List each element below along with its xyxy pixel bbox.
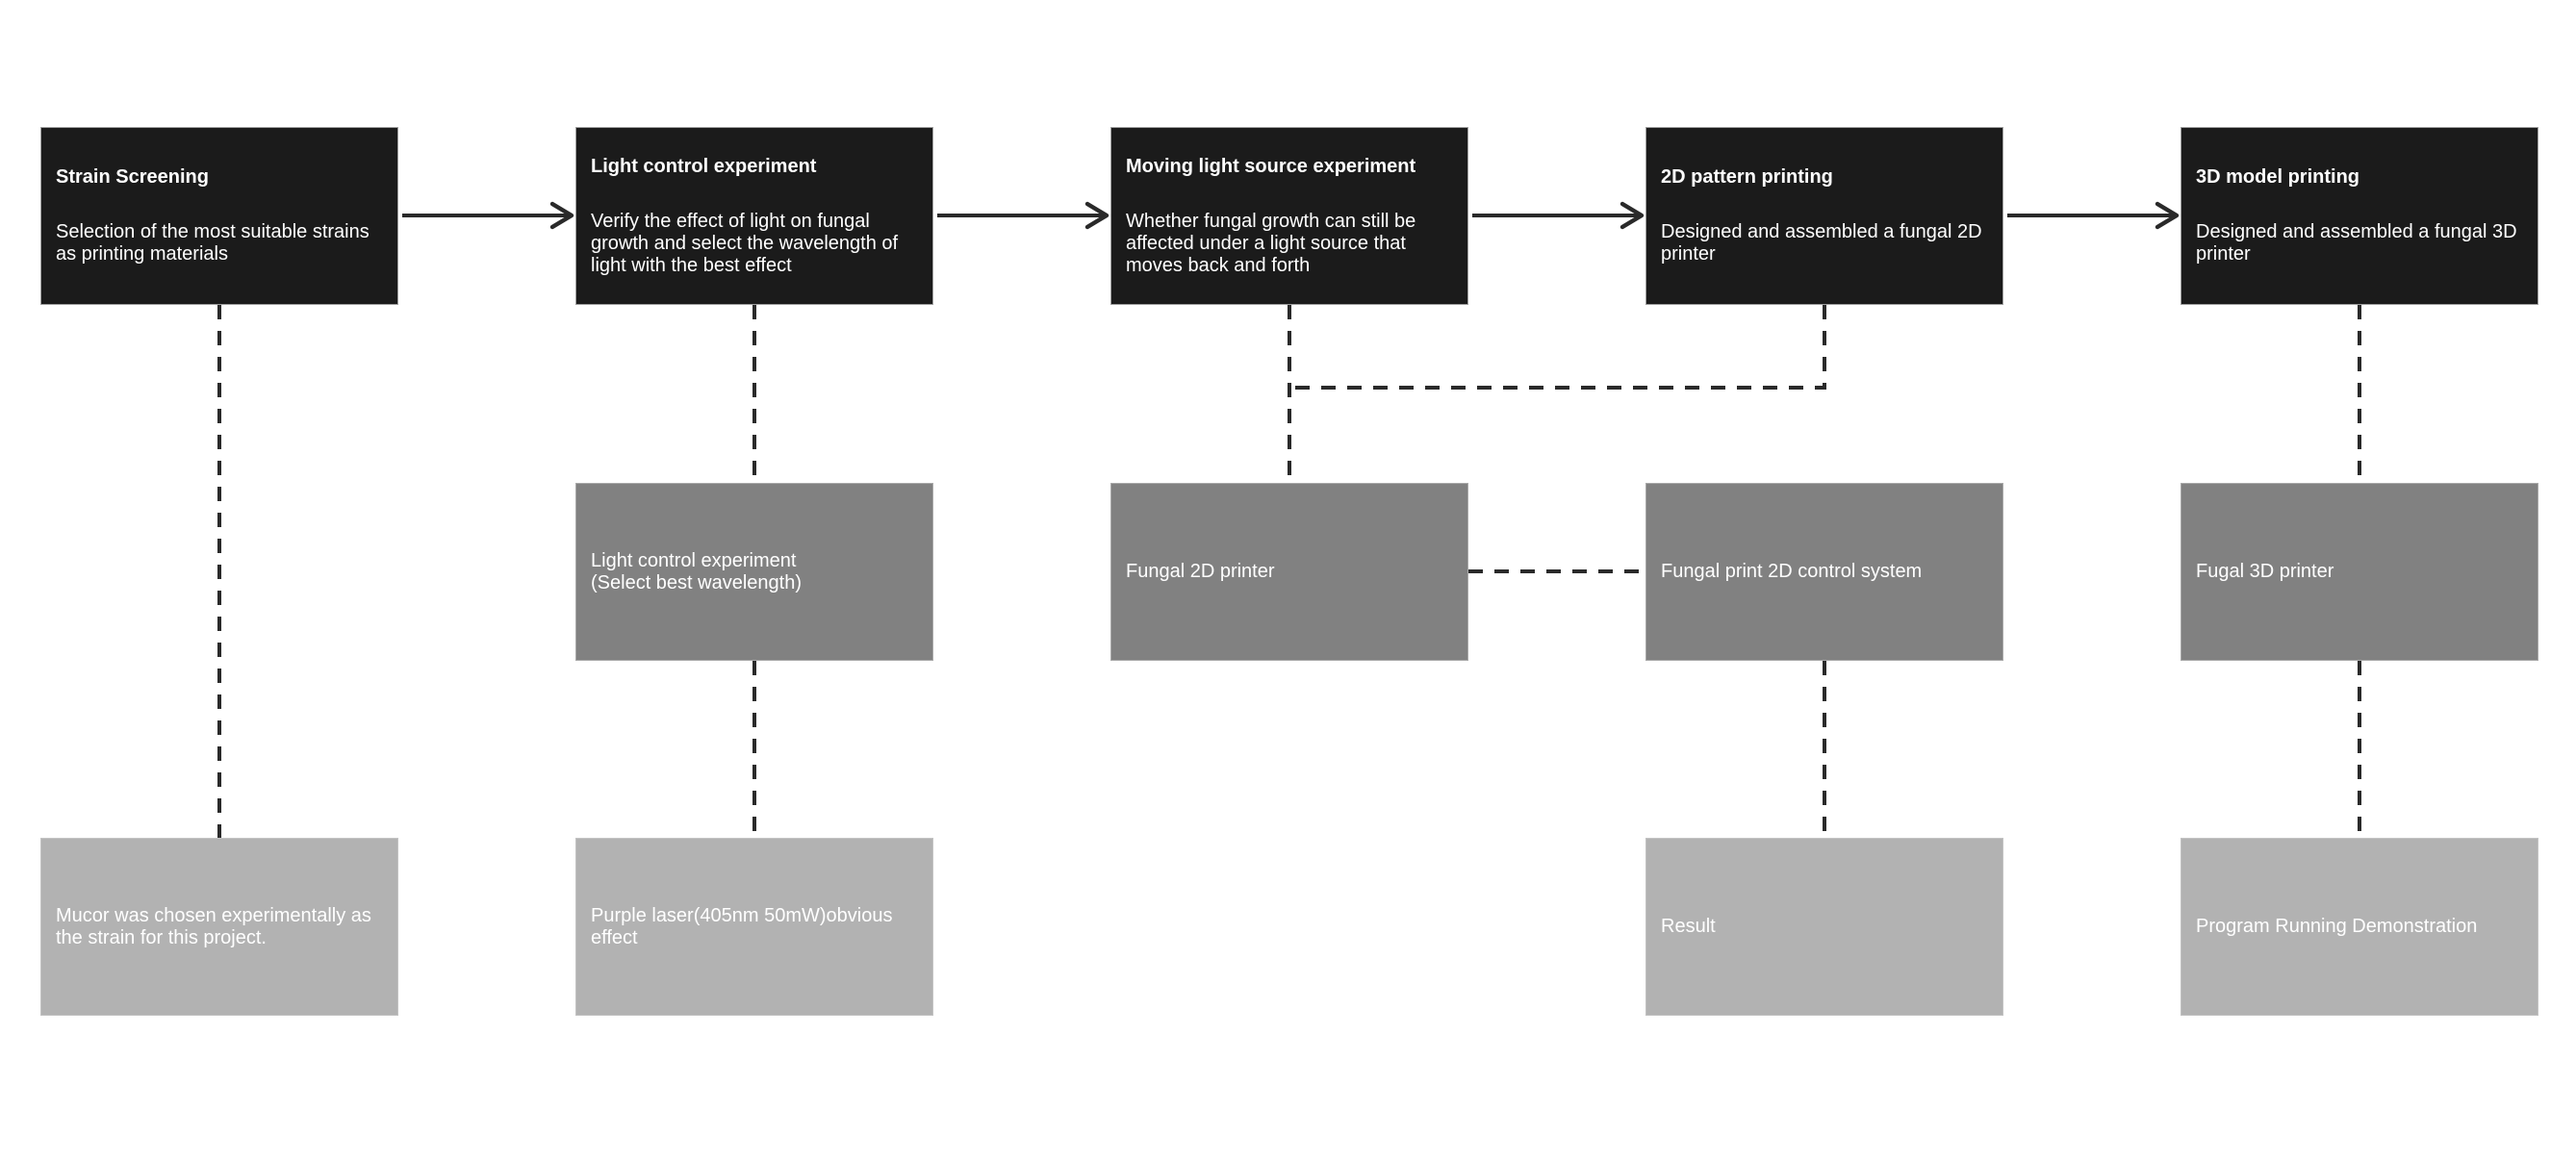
artifact-box-2d-control-system: Fungal print 2D control system (1645, 483, 2003, 661)
stage-title: 3D model printing (2196, 166, 2359, 188)
stage-description: Designed and assembled a fungal 2D print… (1661, 221, 1982, 265)
stage-description: Designed and assembled a fungal 3D print… (2196, 221, 2517, 265)
artifact-box-fungal-2d-printer: Fungal 2D printer (1110, 483, 1468, 661)
artifact-label: Fungal 2D printer (1126, 561, 1275, 582)
stage-title: Light control experiment (591, 155, 817, 177)
stage-box-2d-pattern: 2D pattern printing Designed and assembl… (1645, 127, 2003, 305)
result-label: Purple laser(405nm 50mW)obvious effect (591, 904, 893, 948)
artifact-label: Fungal print 2D control system (1661, 561, 1923, 582)
artifact-box-light-control: Light control experiment (Select best wa… (575, 483, 933, 661)
stage-box-strain-screening: Strain Screening Selection of the most s… (40, 127, 398, 305)
result-label: Program Running Demonstration (2196, 916, 2478, 937)
stage-box-3d-model: 3D model printing Designed and assembled… (2181, 127, 2538, 305)
result-label: Result (1661, 916, 1716, 937)
artifact-box-fugal-3d-printer: Fugal 3D printer (2181, 483, 2538, 661)
result-box-program-demo: Program Running Demonstration (2181, 838, 2538, 1016)
stage-description: Selection of the most suitable strains a… (56, 221, 370, 265)
artifact-label: Fugal 3D printer (2196, 561, 2334, 582)
stage-title: Moving light source experiment (1126, 155, 1416, 177)
stage-box-moving-light: Moving light source experiment Whether f… (1110, 127, 1468, 305)
stage-box-light-control: Light control experiment Verify the effe… (575, 127, 933, 305)
stage-title: 2D pattern printing (1661, 166, 1833, 188)
stage-title: Strain Screening (56, 166, 209, 188)
artifact-label: Light control experiment (Select best wa… (591, 549, 803, 593)
result-label: Mucor was chosen experimentally as the s… (56, 904, 371, 948)
result-box-result: Result (1645, 838, 2003, 1016)
stage-description: Whether fungal growth can still be affec… (1126, 210, 1416, 276)
dashed-elbow-stage4-to-col3 (1289, 305, 1826, 390)
result-box-purple-laser: Purple laser(405nm 50mW)obvious effect (575, 838, 933, 1016)
stage-description: Verify the effect of light on fungal gro… (591, 210, 899, 276)
result-box-mucor: Mucor was chosen experimentally as the s… (40, 838, 398, 1016)
